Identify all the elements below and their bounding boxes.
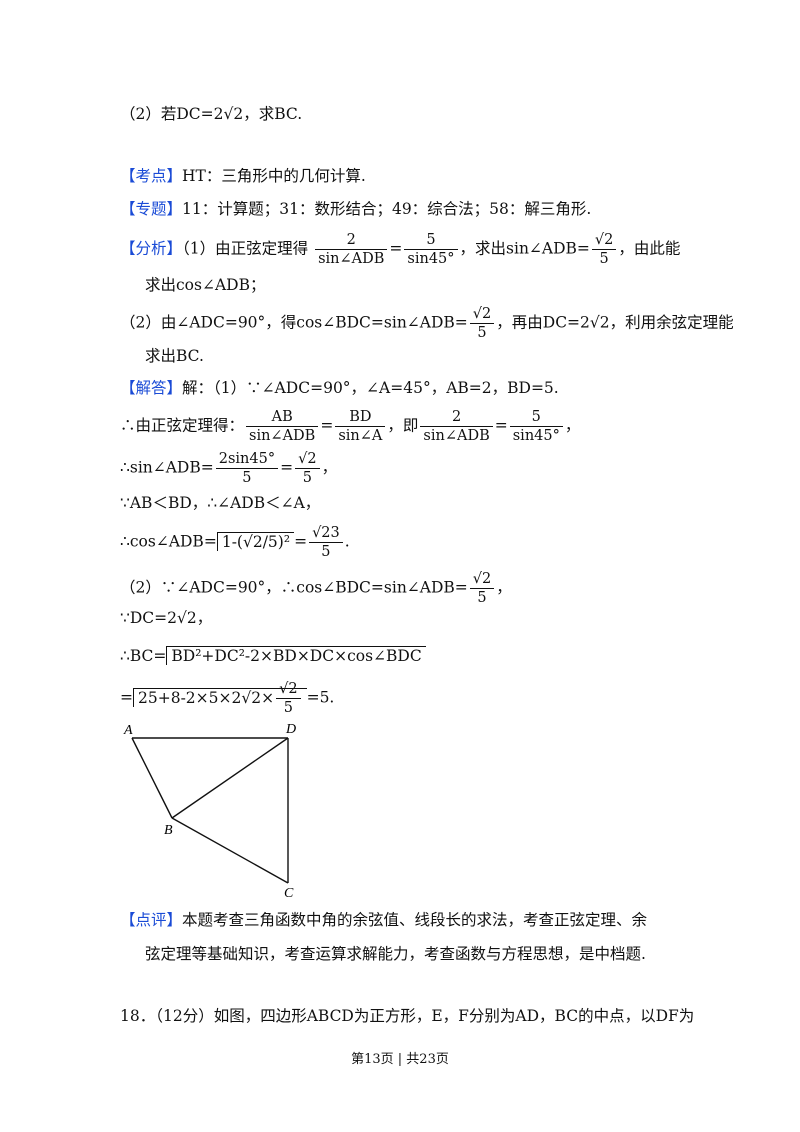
segment-ab: [131, 737, 173, 819]
sqrt-radicand: 1-(√2/5)²: [216, 531, 295, 551]
question-18-line: 18．（12分）如图，四边形ABCD为正方形，E，F分别为AD，BC的中点，以D…: [120, 1007, 695, 1025]
jieda-line-7: ∵DC=2√2，: [120, 609, 213, 627]
kaodian-tag: 【考点】: [120, 167, 183, 185]
zhuanti-tag: 【专题】: [120, 200, 183, 218]
triangle-diagram: A B C D: [123, 722, 296, 898]
question-2-line: （2）若DC=2√2，求BC.: [120, 105, 303, 123]
jieda-tag: 【解答】: [120, 379, 183, 397]
kaodian-text: HT：三角形中的几何计算.: [182, 167, 366, 185]
segment-bd: [171, 737, 289, 819]
segment-bc: [171, 817, 289, 884]
page-footer: 第13页 | 共23页: [351, 1052, 449, 1067]
zhuanti-text: 11：计算题；31：数形结合；49：综合法；58：解三角形.: [182, 200, 592, 218]
label-a: A: [123, 723, 133, 738]
jieda-line-8: ∴BC=BD²+DC²-2×BD×DC×cos∠BDC: [120, 646, 426, 666]
label-c: C: [284, 886, 294, 898]
label-d: D: [285, 722, 296, 737]
zhuanti-line: 【专题】11：计算题；31：数形结合；49：综合法；58：解三角形.: [120, 199, 591, 219]
dianping-line-2: 弦定理等基础知识，考查运算求解能力，考查函数与方程思想，是中档题.: [145, 945, 646, 963]
fraction: 2sin45°5: [215, 450, 279, 487]
dianping-tag: 【点评】: [120, 911, 183, 929]
fenxi-line-2: 求出cos∠ADB；: [145, 276, 266, 294]
fenxi-tag: 【分析】: [120, 239, 183, 258]
jieda-line-1: 【解答】解：（1）∵∠ADC=90°，∠A=45°，AB=2，BD=5.: [120, 379, 559, 397]
jieda-line-4: ∵AB＜BD，∴∠ADB＜∠A，: [120, 494, 321, 512]
fenxi-line-4: 求出BC.: [145, 347, 204, 365]
label-b: B: [164, 823, 173, 838]
sqrt-radicand: BD²+DC²-2×BD×DC×cos∠BDC: [166, 646, 426, 665]
kaodian-line: 【考点】HT：三角形中的几何计算.: [120, 166, 366, 186]
dianping-line-1: 【点评】本题考查三角函数中角的余弦值、线段长的求法，考查正弦定理、余: [120, 911, 648, 929]
